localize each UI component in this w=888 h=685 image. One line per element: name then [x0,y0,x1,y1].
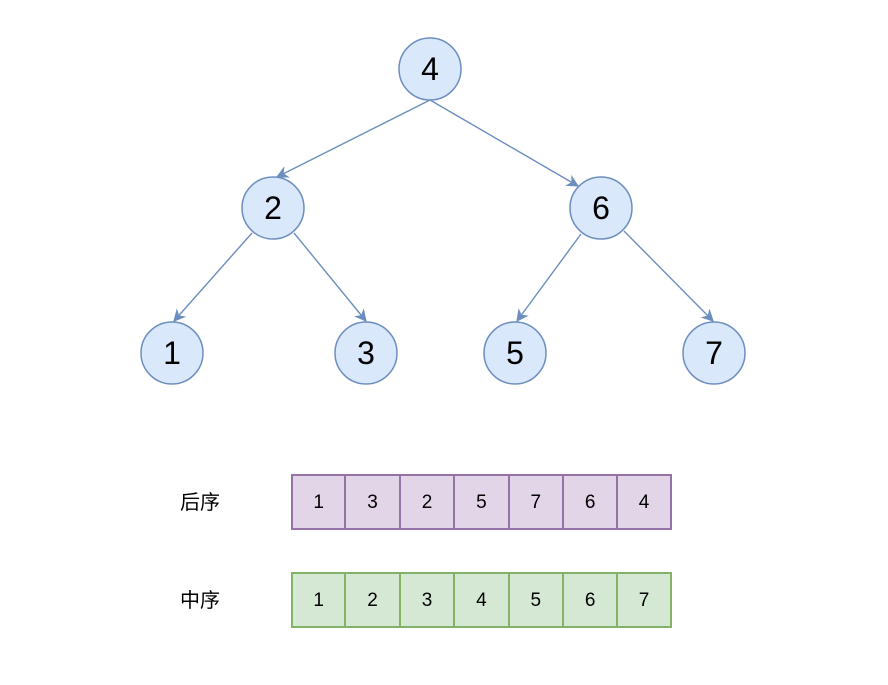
array-cell: 3 [399,572,455,628]
node-label: 6 [592,190,610,226]
node-label: 4 [421,51,439,87]
edge-2-1 [173,232,253,322]
array-cell: 7 [508,474,563,530]
binary-tree: 4 2 6 1 3 5 7 [140,37,746,385]
array-cell: 3 [345,474,400,530]
edge-2-3 [293,232,367,322]
array-cell: 5 [508,572,563,628]
array-cell: 2 [399,474,455,530]
node-label: 1 [163,335,181,371]
array-cell: 2 [345,572,400,628]
node-label: 7 [705,335,723,371]
tree-node-right: 6 [569,176,633,240]
tree-node-left: 2 [241,176,305,240]
array-cell: 4 [454,572,509,628]
tree-node-leaf-3: 5 [483,321,547,385]
array-cell: 4 [617,474,672,530]
tree-node-leaf-4: 7 [682,321,746,385]
array-cell: 7 [617,572,672,628]
node-label: 5 [506,335,524,371]
node-label: 2 [264,190,282,226]
array-cell: 5 [454,474,509,530]
inorder-row: 中序 1 2 3 4 5 6 7 [0,572,888,628]
array-cell: 1 [291,572,346,628]
edge-6-7 [623,230,714,322]
node-label: 3 [357,335,375,371]
array-cell: 6 [562,572,618,628]
tree-node-root: 4 [398,37,462,101]
edge-4-2 [275,99,431,178]
edge-4-6 [429,99,580,187]
postorder-label: 后序 [180,490,220,514]
postorder-array: 1 3 2 5 7 6 4 [291,474,672,530]
tree-node-leaf-1: 1 [140,321,204,385]
inorder-array: 1 2 3 4 5 6 7 [291,572,672,628]
array-cell: 6 [562,474,618,530]
array-cell: 1 [291,474,346,530]
tree-node-leaf-2: 3 [334,321,398,385]
inorder-label: 中序 [180,588,220,612]
postorder-row: 后序 1 3 2 5 7 6 4 [0,474,888,530]
edge-6-5 [516,233,582,323]
